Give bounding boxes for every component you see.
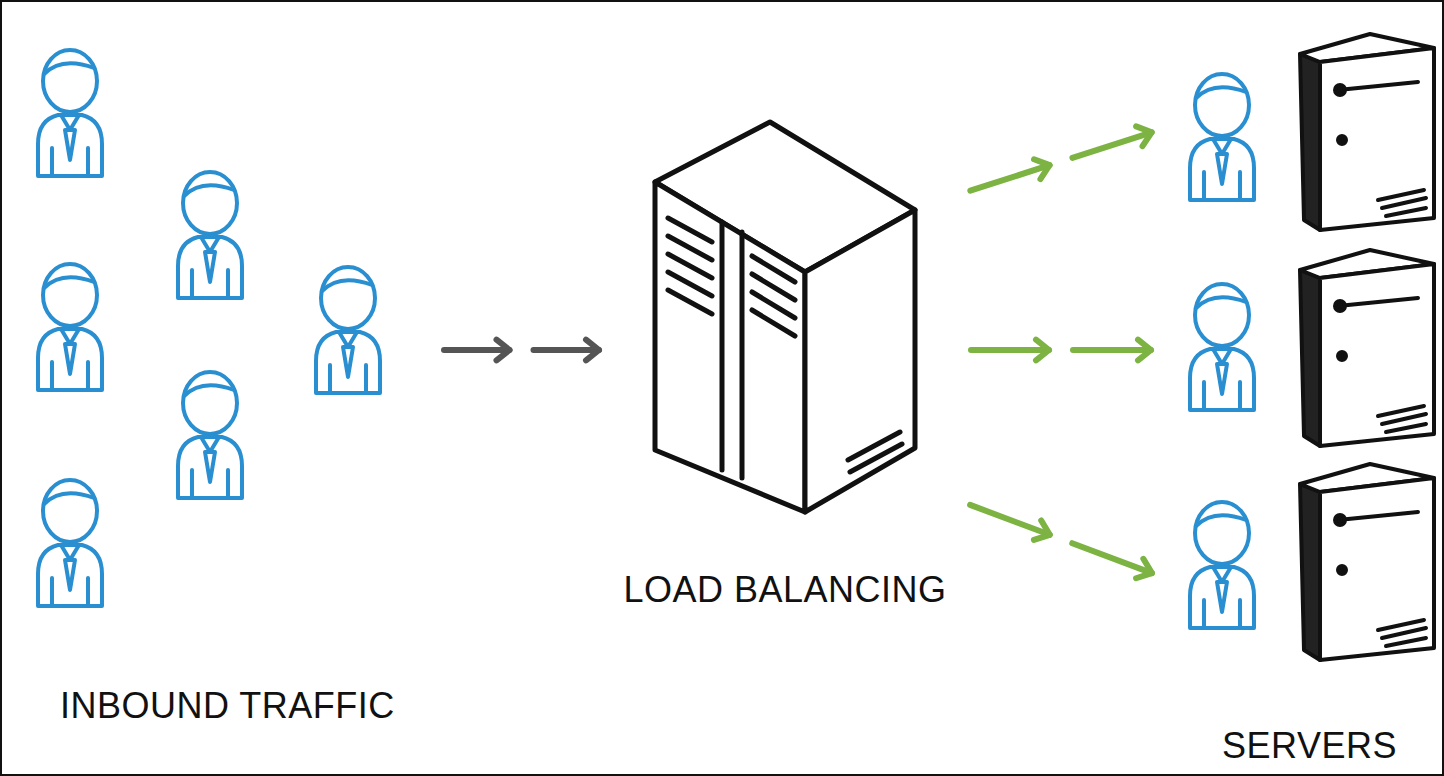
node-label: LOAD BALANCING: [619, 569, 950, 610]
node-label: SERVERS: [1218, 725, 1401, 766]
traffic-group: INBOUND TRAFFIC: [20, 40, 430, 740]
flow-arrow: [970, 505, 1152, 578]
flow-arrow: [444, 340, 599, 361]
user-icons: [38, 50, 380, 606]
server-rack: [1190, 34, 1434, 660]
flow-arrow: [970, 126, 1151, 190]
server-group: SERVERS: [1165, 30, 1437, 772]
load-balancer-tower: [655, 122, 915, 512]
flow-arrow: [971, 340, 1151, 361]
load-balancer: LOAD BALANCING: [613, 110, 957, 622]
node-label: INBOUND TRAFFIC: [56, 685, 399, 726]
